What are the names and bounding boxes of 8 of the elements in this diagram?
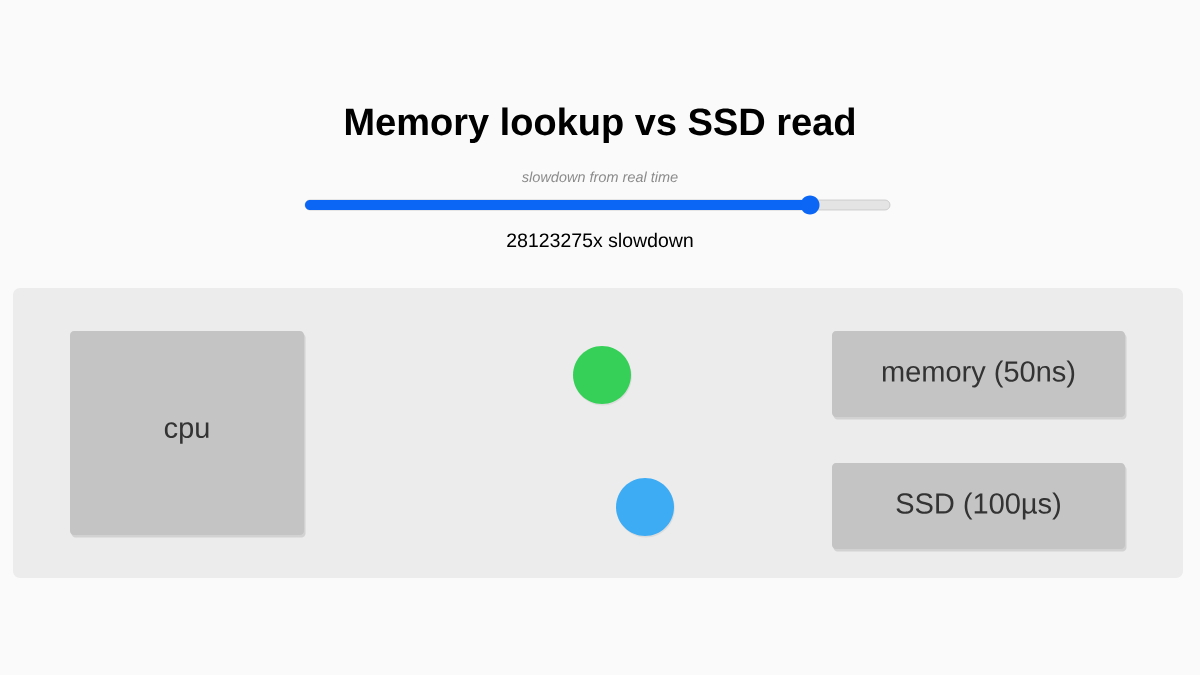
dot bbox=[573, 346, 632, 406]
value-text: 28123275x slowdown bbox=[507, 232, 693, 248]
component-box: cpu bbox=[70, 331, 306, 538]
component-box: memory (50ns) bbox=[832, 331, 1127, 420]
component-box: SSD (100µs) bbox=[832, 463, 1127, 552]
slider-caption: slowdown from real time bbox=[521, 171, 678, 183]
title: Memory lookup vs SSD read bbox=[345, 107, 855, 143]
dot bbox=[616, 478, 675, 538]
